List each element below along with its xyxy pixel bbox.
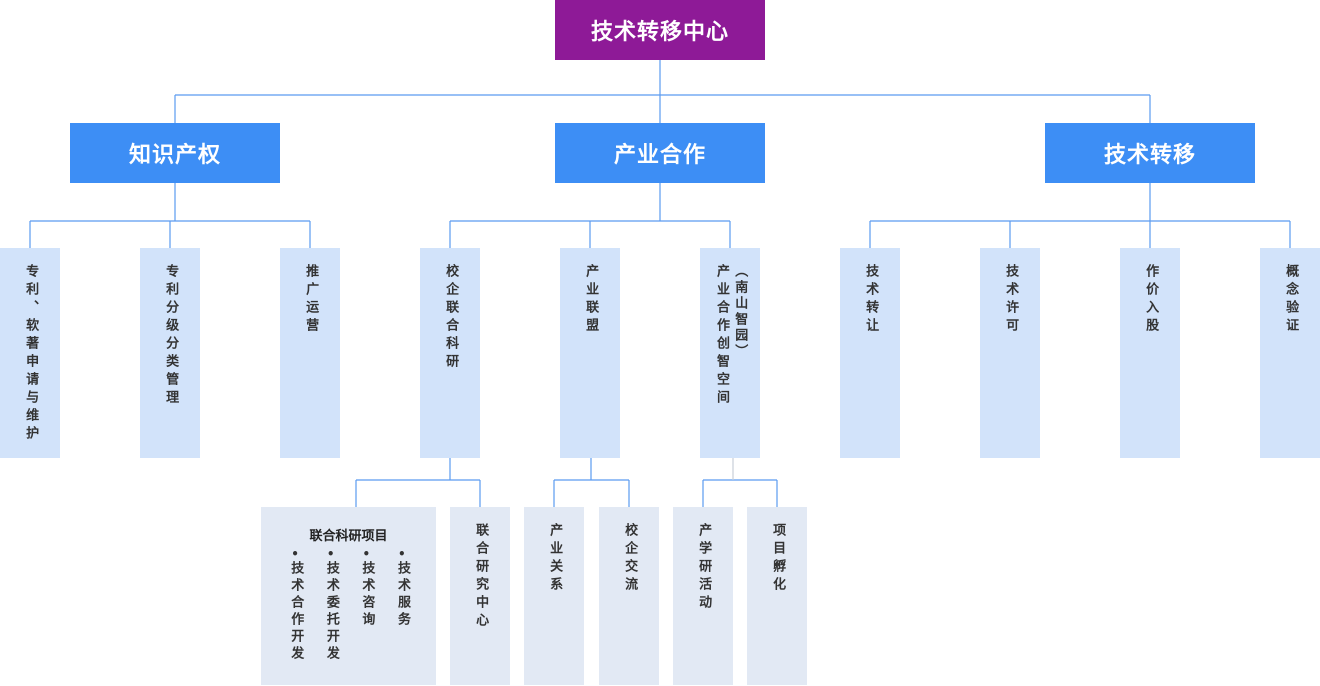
node-label: 项目孵化 <box>770 523 786 595</box>
node-label: 技术转让 <box>863 264 879 336</box>
node-patent-application: 专利、软著申请与维护 <box>0 248 60 458</box>
node-sublabel: （南山智园） <box>732 264 748 360</box>
connector-root <box>174 60 1151 123</box>
connector-transfer <box>869 183 1291 248</box>
node-label: 联合研究中心 <box>473 523 489 631</box>
node-joint-research-projects: 联合科研项目 • 技术合作开发 • 技术委托开发 • 技术咨询 • 技术服务 <box>261 507 436 685</box>
node-project-incubation: 项目孵化 <box>747 507 807 685</box>
connector-joint-research <box>355 458 481 507</box>
node-joint-research: 校企联合科研 <box>420 248 480 458</box>
node-industry-cooperation: 产业合作 <box>555 123 765 183</box>
node-label: 产业合作 <box>613 143 706 168</box>
project-item-label: 技术委托开发 <box>323 561 339 663</box>
project-item-label: 技术合作开发 <box>288 561 304 663</box>
bullet-icon: • <box>362 547 371 561</box>
node-label: 技术许可 <box>1003 264 1019 336</box>
node-innovation-space: 产业合作创智空间 （南山智园） <box>700 248 760 458</box>
node-label: 概念验证 <box>1283 264 1299 336</box>
node-label: 校企联合科研 <box>443 264 459 372</box>
project-item: • 技术委托开发 <box>323 547 339 663</box>
node-label: 技术转移 <box>1103 143 1196 168</box>
connector-innovation <box>702 479 778 507</box>
connector-industry <box>449 183 731 248</box>
node-technology-transfer: 技术转移 <box>1045 123 1255 183</box>
node-school-enterprise-exchange: 校企交流 <box>599 507 659 685</box>
connector-alliance <box>553 458 630 507</box>
node-label: 专利分级分类管理 <box>163 264 179 408</box>
node-intellectual-property: 知识产权 <box>70 123 280 183</box>
bullet-icon: • <box>291 547 299 561</box>
node-label: 产业联盟 <box>583 264 599 336</box>
project-item: • 技术咨询 <box>358 547 374 663</box>
project-item-list: • 技术合作开发 • 技术委托开发 • 技术咨询 • 技术服务 <box>287 547 410 663</box>
node-industry-relations: 产业关系 <box>524 507 584 685</box>
node-promotion-operation: 推广运营 <box>280 248 340 458</box>
project-item: • 技术服务 <box>394 547 410 663</box>
node-label: 校企交流 <box>622 523 638 595</box>
node-label: 作价入股 <box>1143 264 1159 336</box>
node-joint-research-center: 联合研究中心 <box>450 507 510 685</box>
node-label: 产业关系 <box>547 523 563 595</box>
node-proof-of-concept: 概念验证 <box>1260 248 1320 458</box>
node-label: 知识产权 <box>128 143 221 168</box>
project-item-label: 技术咨询 <box>359 561 375 629</box>
root-label: 技术转移中心 <box>590 20 729 45</box>
root-node: 技术转移中心 <box>555 0 765 60</box>
connector-ip <box>29 183 311 248</box>
node-label: 产学研活动 <box>696 523 712 613</box>
node-label: 推广运营 <box>303 264 319 336</box>
bullet-icon: • <box>398 547 406 561</box>
node-equity-investment: 作价入股 <box>1120 248 1180 458</box>
node-tech-licensing: 技术许可 <box>980 248 1040 458</box>
node-industry-alliance: 产业联盟 <box>560 248 620 458</box>
project-item-label: 技术服务 <box>394 561 410 629</box>
node-label: 联合科研项目 <box>309 529 388 544</box>
project-item: • 技术合作开发 <box>287 547 303 663</box>
node-tech-assignment: 技术转让 <box>840 248 900 458</box>
node-industry-academia-activities: 产学研活动 <box>673 507 733 685</box>
node-patent-classification: 专利分级分类管理 <box>140 248 200 458</box>
node-label: 专利、软著申请与维护 <box>23 264 39 444</box>
node-label: 产业合作创智空间 <box>714 264 729 408</box>
bullet-icon: • <box>326 547 335 561</box>
